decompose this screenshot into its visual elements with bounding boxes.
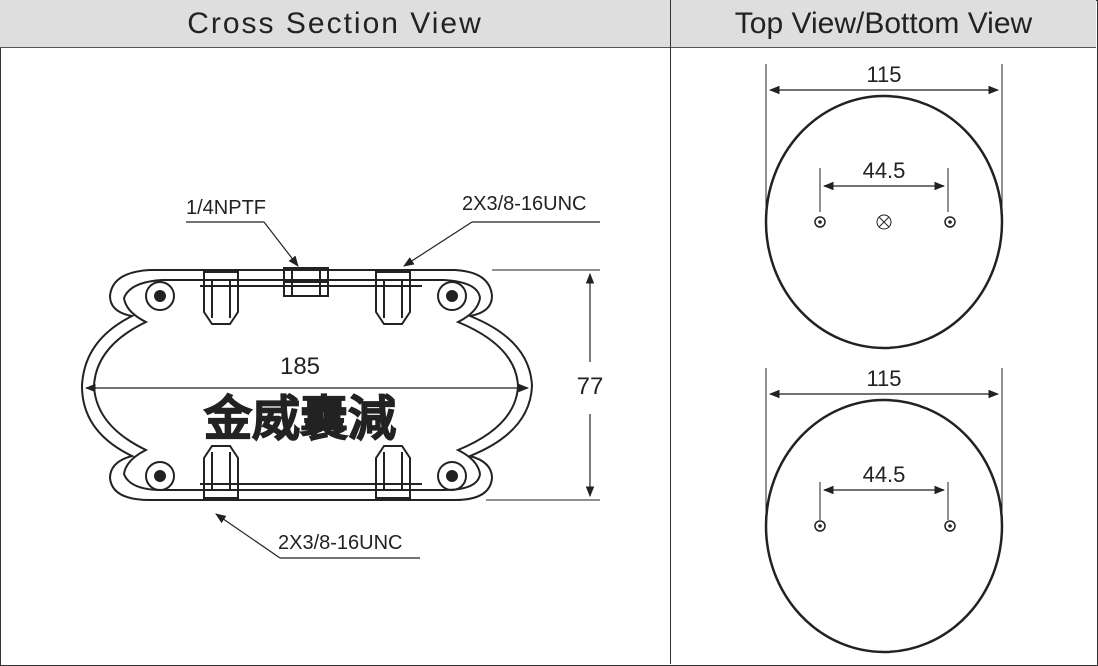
bottom-view-bolt-spacing-value: 44.5	[863, 462, 906, 487]
bottom-stud-left	[203, 445, 239, 499]
top-view-diameter-value: 115	[866, 62, 901, 87]
bottom-view-plate-outline	[764, 398, 1004, 654]
bellow-inner-outline	[92, 279, 520, 491]
bottom-view	[764, 368, 1004, 654]
air-spring-cross-section	[80, 267, 534, 501]
top-view-air-port	[876, 214, 892, 230]
top-view-bolt-left	[814, 216, 826, 228]
top-view-bolt-right	[944, 216, 956, 228]
top-bottom-view-header: Top View/Bottom View	[671, 0, 1096, 48]
top-port-fitting	[283, 267, 329, 297]
top-view-plate-outline	[764, 94, 1004, 350]
bead-curl-top-right	[437, 281, 467, 311]
top-stud-right	[375, 271, 411, 325]
bottom-plate	[176, 483, 430, 491]
bottom-stud-right	[375, 445, 411, 499]
bottom-view-diameter-value: 115	[866, 366, 901, 391]
bead-curl-bottom-left	[145, 461, 175, 491]
bottom-stud-thread-label: 2X3/8-16UNC	[278, 532, 403, 554]
bottom-view-bolt-left	[814, 520, 826, 532]
top-stud-left	[203, 271, 239, 325]
width-dimension-value: 185	[280, 353, 320, 380]
bead-curl-bottom-right	[437, 461, 467, 491]
top-view	[764, 64, 1004, 350]
watermark-text: 金威囊減	[203, 393, 396, 446]
top-view-bolt-spacing-value: 44.5	[863, 158, 906, 183]
bead-curl-top-left	[145, 281, 175, 311]
top-stud-thread-label: 2X3/8-16UNC	[462, 193, 587, 215]
height-dimension-value: 77	[577, 373, 604, 400]
cross-section-header: Cross Section View	[0, 0, 670, 48]
port-thread-label: 1/4NPTF	[186, 197, 266, 219]
bellow-outer-outline	[80, 269, 534, 501]
bottom-view-bolt-right	[944, 520, 956, 532]
panel-divider	[670, 0, 671, 664]
